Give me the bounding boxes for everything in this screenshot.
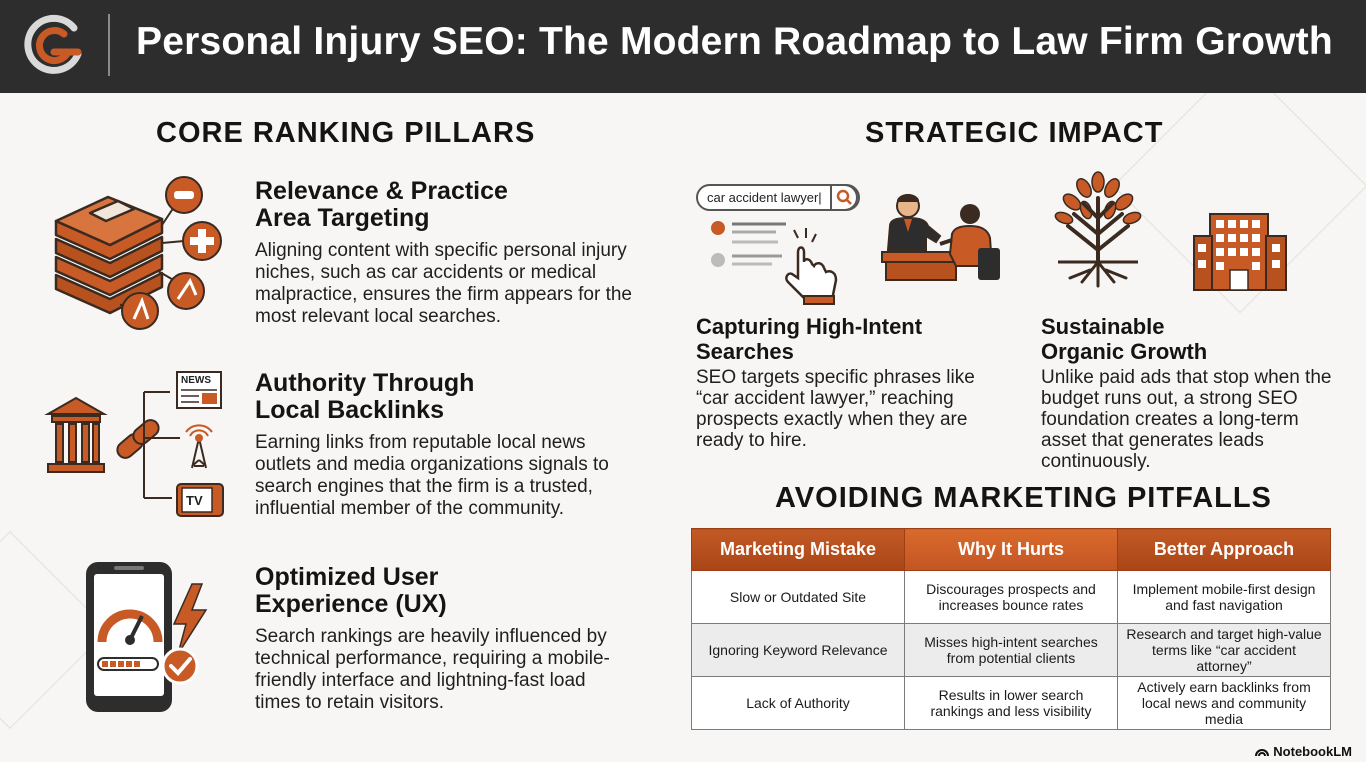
impact-searches-title: Capturing High-Intent Searches (696, 314, 923, 364)
pitfalls-heading: AVOIDING MARKETING PITFALLS (775, 482, 1272, 514)
lawyer-consultation-icon (881, 194, 1000, 281)
pillar-ux-body: Search rankings are heavily influenced b… (255, 626, 610, 713)
cell-mistake: Slow or Outdated Site (691, 570, 905, 624)
pillar-ux-title: Optimized User Experience (UX) (255, 563, 447, 618)
table-header-row: Marketing Mistake Why It Hurts Better Ap… (691, 528, 1331, 571)
office-building-icon (1193, 213, 1287, 291)
cell-mistake: Ignoring Keyword Relevance (691, 623, 905, 677)
column-header-mistake: Marketing Mistake (691, 528, 905, 571)
search-icon (836, 189, 852, 205)
table-row: Lack of Authority Results in lower searc… (691, 676, 1331, 730)
mobile-speed-icon (86, 562, 208, 712)
notebooklm-logo-icon (1255, 748, 1270, 756)
news-label: NEWS (181, 375, 211, 386)
cell-why: Results in lower search rankings and les… (904, 676, 1118, 730)
pillar-relevance-body: Aligning content with specific personal … (255, 240, 633, 327)
impact-heading: STRATEGIC IMPACT (865, 117, 1164, 149)
cell-why: Misses high-intent searches from potenti… (904, 623, 1118, 677)
backlink-network-icon: NEWS TV (44, 371, 224, 517)
impact-growth-title: Sustainable Organic Growth (1041, 314, 1208, 364)
cell-better: Actively earn backlinks from local news … (1117, 676, 1331, 730)
growth-tree-icon (1054, 171, 1142, 288)
tv-label: TV (186, 493, 203, 508)
table-row: Slow or Outdated Site Discourages prospe… (691, 570, 1331, 624)
notebooklm-watermark: NotebookLM (1255, 744, 1352, 759)
logo-divider (108, 14, 110, 76)
pillars-heading: CORE RANKING PILLARS (156, 117, 536, 149)
pillar-relevance-title: Relevance & Practice Area Targeting (255, 177, 508, 232)
impact-growth-body: Unlike paid ads that stop when the budge… (1041, 367, 1332, 472)
search-bar-illustration: car accident lawyer| (696, 184, 860, 211)
header-bar: Personal Injury SEO: The Modern Roadmap … (0, 0, 1366, 93)
cell-mistake: Lack of Authority (691, 676, 905, 730)
search-results-click-icon (711, 221, 838, 305)
page-title: Personal Injury SEO: The Modern Roadmap … (136, 20, 1333, 63)
search-button-illustration (830, 184, 858, 211)
pillar-authority-body: Earning links from reputable local news … (255, 432, 609, 519)
pitfalls-table: Marketing Mistake Why It Hurts Better Ap… (691, 528, 1331, 730)
impact-searches-body: SEO targets specific phrases like “car a… (696, 367, 975, 451)
pillar-authority-title: Authority Through Local Backlinks (255, 369, 475, 424)
column-header-why: Why It Hurts (904, 528, 1118, 571)
brand-name: NotebookLM (1273, 744, 1352, 759)
company-logo-icon (24, 14, 82, 74)
cell-better: Implement mobile-first design and fast n… (1117, 570, 1331, 624)
search-query-text: car accident lawyer| (707, 190, 822, 205)
legal-books-icon (54, 176, 222, 330)
cell-better: Research and target high-value terms lik… (1117, 623, 1331, 677)
column-header-better: Better Approach (1117, 528, 1331, 571)
cell-why: Discourages prospects and increases boun… (904, 570, 1118, 624)
table-row: Ignoring Keyword Relevance Misses high-i… (691, 623, 1331, 677)
